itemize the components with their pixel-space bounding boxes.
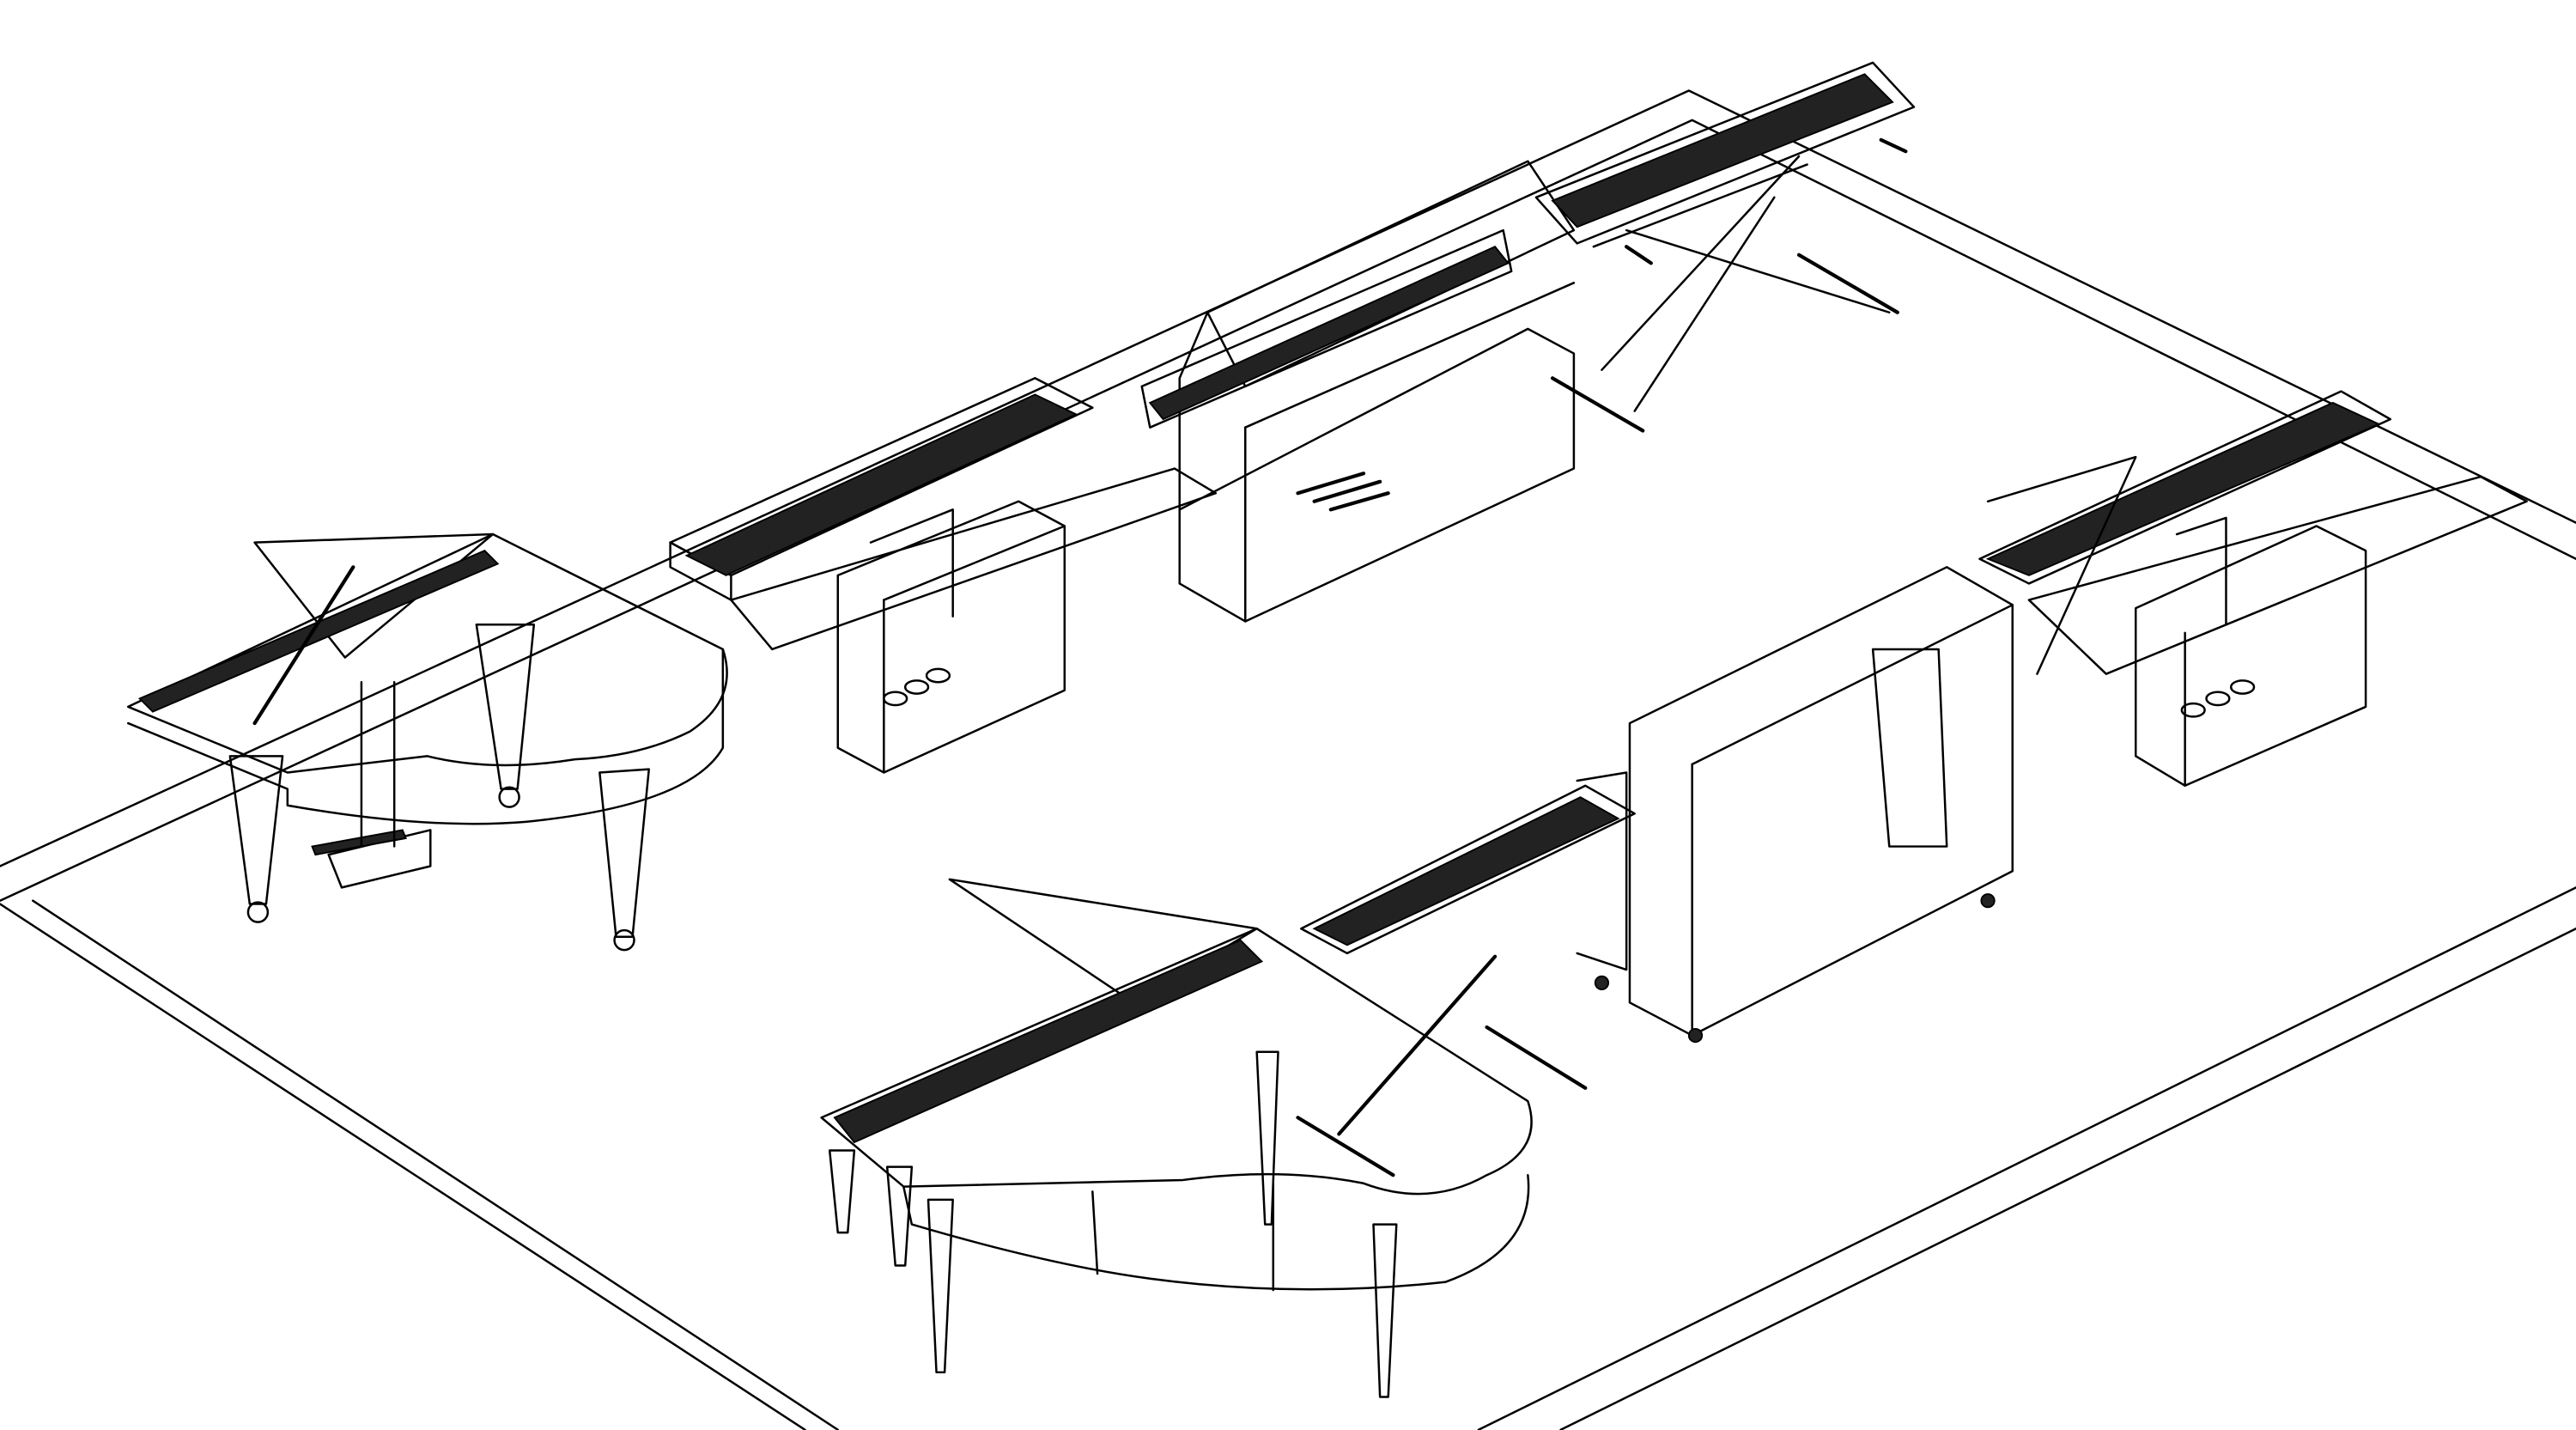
floor-platform	[0, 89, 2576, 1430]
upright-piano-rear	[1594, 566, 2014, 1044]
grand-piano-left	[126, 532, 728, 952]
digital-piano-2	[1978, 390, 2528, 788]
digital-piano-1	[669, 377, 1218, 774]
upright-piano	[1140, 160, 1576, 623]
keyboard-x-stand	[1534, 61, 1916, 433]
keyboard-center	[1300, 771, 1636, 971]
grand-piano-bottom	[820, 878, 1588, 1398]
